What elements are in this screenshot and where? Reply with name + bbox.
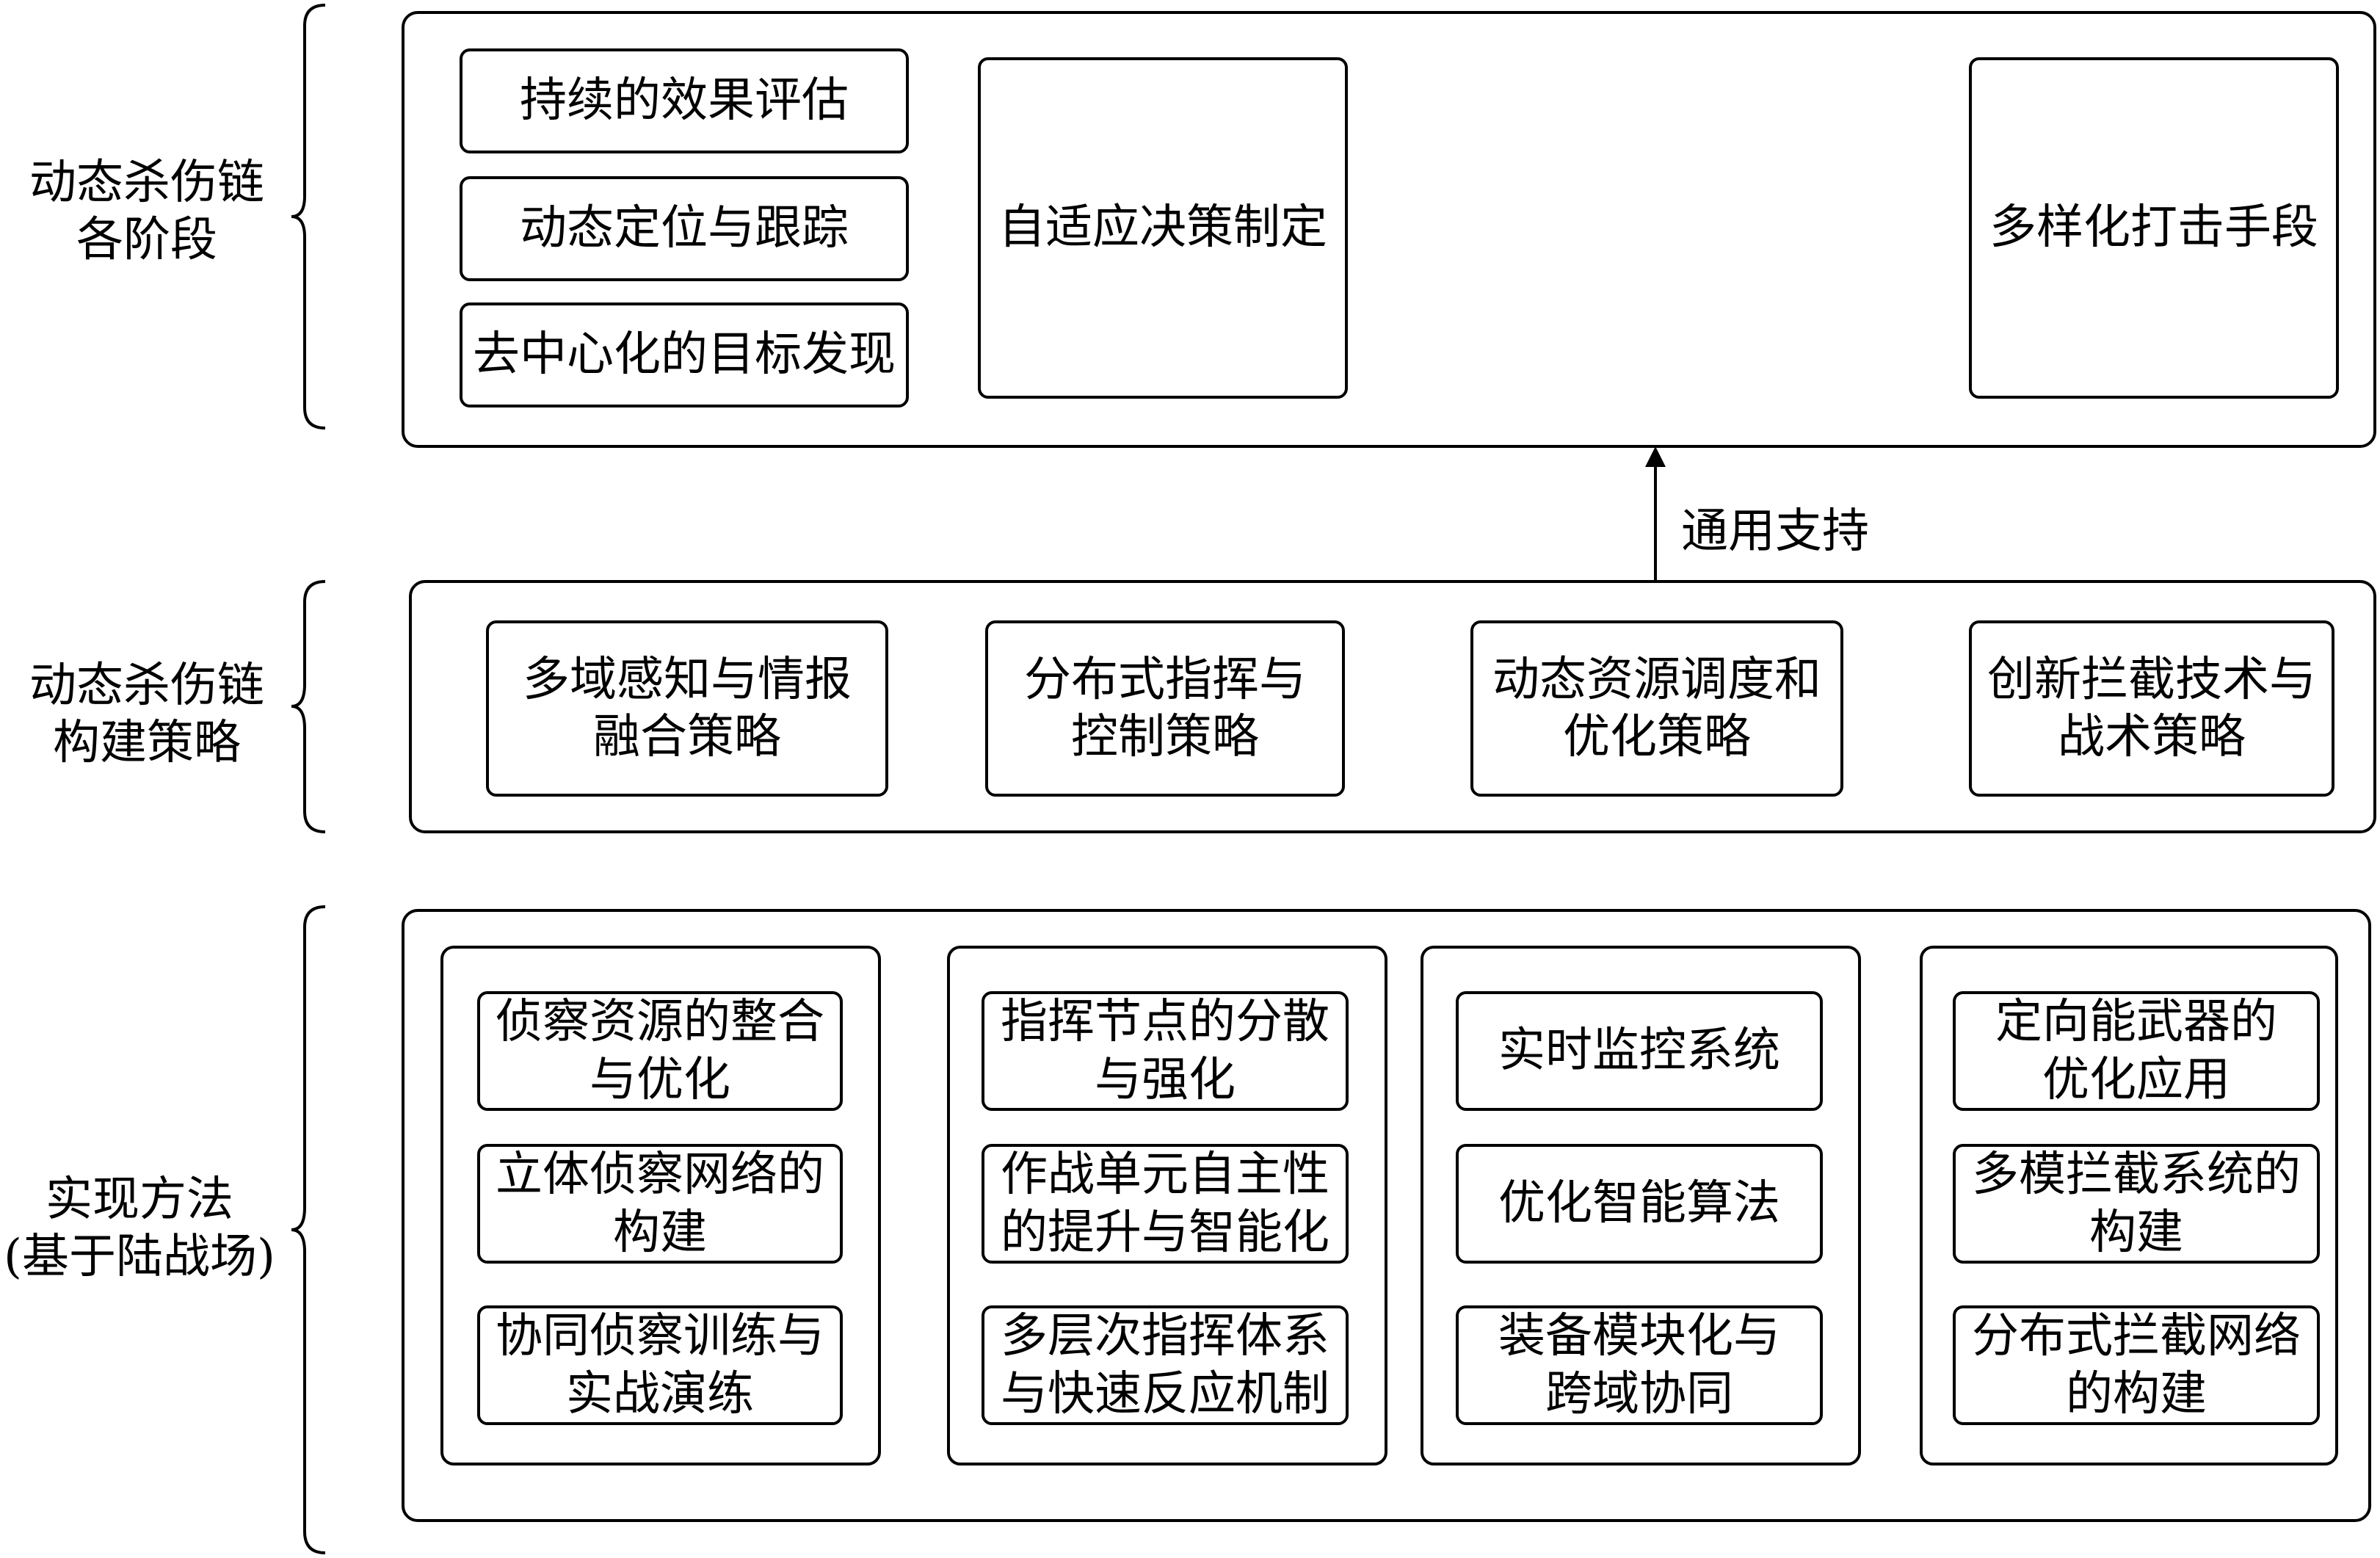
stage-dynamic-tracking: 动态定位与跟踪: [460, 176, 909, 281]
brace-strategies: [291, 580, 326, 833]
method-distributed-interception: 分布式拦截网络 的构建: [1953, 1305, 2320, 1425]
method-realtime-monitoring: 实时监控系统: [1456, 991, 1823, 1111]
strategy-multidomain-sensing: 多域感知与情报 融合策略: [486, 620, 888, 797]
stage-adaptive-decision: 自适应决策制定: [978, 57, 1348, 399]
strategies-layer-label: 动态杀伤链 构建策略: [29, 659, 264, 771]
method-intelligent-algorithm: 优化智能算法: [1456, 1144, 1823, 1264]
brace-stages: [291, 4, 326, 430]
stage-diverse-strike: 多样化打击手段: [1969, 57, 2339, 399]
method-recon-network: 立体侦察网络的 构建: [477, 1144, 843, 1264]
method-unit-autonomy: 作战单元自主性 的提升与智能化: [982, 1144, 1349, 1264]
method-directed-energy: 定向能武器的 优化应用: [1953, 991, 2320, 1111]
support-arrow-label: 通用支持: [1681, 504, 1869, 559]
methods-layer-label: 实现方法 (基于陆战场): [4, 1173, 275, 1285]
strategy-interception-tactics: 创新拦截技术与 战术策略: [1969, 620, 2334, 797]
strategy-distributed-command: 分布式指挥与 控制策略: [985, 620, 1345, 797]
method-command-nodes: 指挥节点的分散 与强化: [982, 991, 1349, 1111]
method-recon-integration: 侦察资源的整合 与优化: [477, 991, 843, 1111]
brace-methods: [291, 905, 326, 1554]
method-modular-equipment: 装备模块化与 跨域协同: [1456, 1305, 1823, 1425]
method-multimode-interception: 多模拦截系统的 构建: [1953, 1144, 2320, 1264]
method-recon-training: 协同侦察训练与 实战演练: [477, 1305, 843, 1425]
method-command-hierarchy: 多层次指挥体系 与快速反应机制: [982, 1305, 1349, 1425]
stage-effect-assessment: 持续的效果评估: [460, 48, 909, 153]
strategy-resource-scheduling: 动态资源调度和 优化策略: [1470, 620, 1843, 797]
stage-target-discovery: 去中心化的目标发现: [460, 302, 909, 407]
stages-layer-label: 动态杀伤链 各阶段: [29, 156, 264, 268]
